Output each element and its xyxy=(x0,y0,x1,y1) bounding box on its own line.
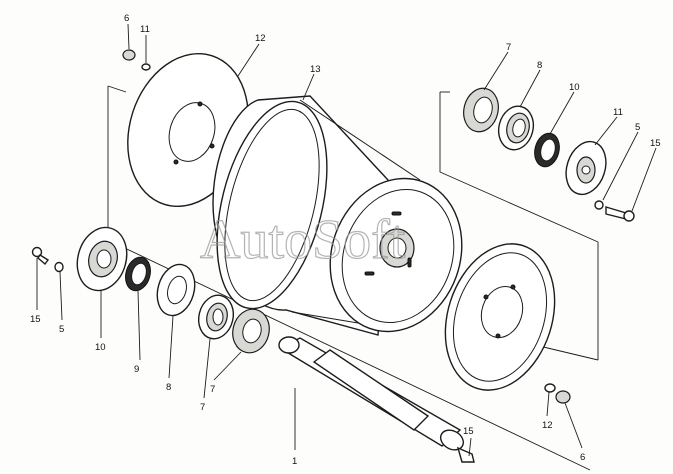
callout-5-left: 5 xyxy=(59,324,64,335)
callout-9: 8 xyxy=(166,382,171,393)
callout-15-bottom: 15 xyxy=(463,426,474,437)
callout-10-left: 9 xyxy=(134,364,139,375)
callout-labels: 6 11 12 13 7 8 10 11 5 15 15 5 10 9 8 7 … xyxy=(30,13,661,467)
callout-7-left: 7 xyxy=(210,384,215,395)
callout-8-right: 8 xyxy=(537,60,542,71)
callout-11-left: 10 xyxy=(95,342,106,353)
callout-10-right: 10 xyxy=(569,82,580,93)
left-fasteners xyxy=(31,246,64,273)
right-bearing-set xyxy=(463,87,607,196)
autosoft-watermark: AutoSoft xyxy=(200,209,406,271)
drum-shaft xyxy=(278,336,475,463)
callout-6-top: 6 xyxy=(124,13,129,24)
callout-15-left: 15 xyxy=(30,314,41,325)
left-bearing-set xyxy=(76,226,270,354)
top-left-fasteners xyxy=(122,49,151,71)
callout-15-right: 15 xyxy=(650,138,661,149)
callout-11-right: 11 xyxy=(613,107,623,118)
callout-12-bottom: 12 xyxy=(542,420,553,431)
callout-14: 13 xyxy=(310,64,321,75)
callout-6-bottom: 6 xyxy=(580,452,585,463)
callout-leaders xyxy=(36,23,657,457)
callout-12-top: 11 xyxy=(140,24,150,35)
right-fasteners xyxy=(544,200,635,404)
right-flange-disc xyxy=(444,243,556,391)
callout-13: 12 xyxy=(255,33,266,44)
callout-7-right: 7 xyxy=(506,42,511,53)
callout-8-left: 7 xyxy=(200,402,205,413)
cable-drum xyxy=(212,95,463,336)
callout-1: 1 xyxy=(292,456,297,467)
callout-5-right: 5 xyxy=(635,122,640,133)
